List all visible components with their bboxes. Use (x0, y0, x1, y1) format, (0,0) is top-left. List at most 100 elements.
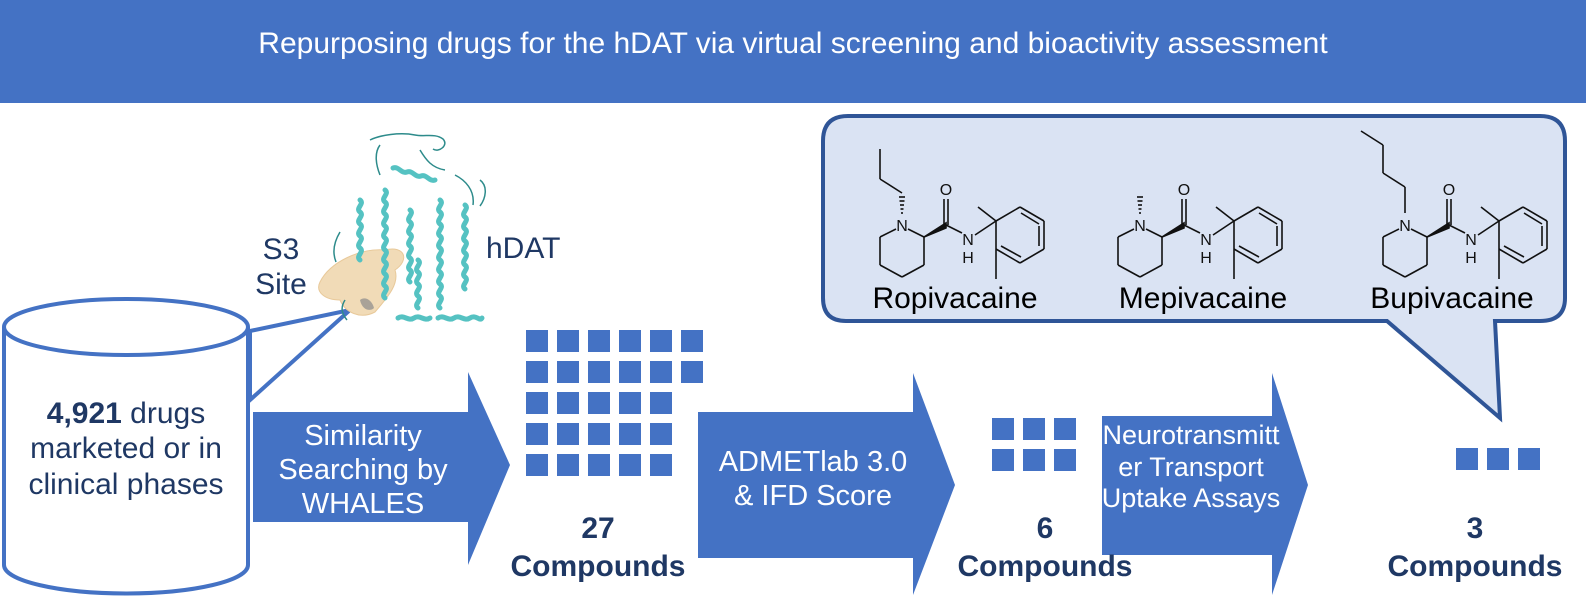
atom-label: N (1200, 232, 1212, 249)
database-callout-lines (248, 306, 357, 405)
bond (1233, 248, 1259, 264)
bond (901, 264, 925, 278)
bond (1480, 206, 1500, 222)
step-1-label-line: Similarity (304, 420, 422, 452)
bond (879, 264, 903, 278)
bond (1000, 245, 1022, 258)
stage-2-count-number: 6 (1036, 512, 1054, 545)
step-1-label: Similarity Searching by WHALES (253, 420, 473, 522)
bond (907, 228, 925, 238)
stage-3-count: 3 Compounds (1365, 510, 1585, 585)
database-line2: marketed or in (30, 432, 222, 466)
stage-2-count-unit: Compounds (957, 549, 1133, 583)
step-3-label-line: er Transport (1118, 451, 1264, 482)
compound-square (992, 418, 1014, 440)
compound-square (588, 423, 610, 445)
bond (879, 228, 897, 238)
step-3-label-line: Uptake Assays (1101, 483, 1281, 514)
atom-label: N (1465, 232, 1477, 249)
compound-square (1456, 448, 1478, 470)
compound-square (1518, 448, 1540, 470)
compound-square (992, 449, 1014, 471)
bond (945, 224, 963, 234)
compound-square (650, 454, 672, 476)
compound-square (1023, 449, 1045, 471)
protein-structure-hdat (318, 133, 486, 322)
compound-square (526, 392, 548, 414)
stage-1-count-number: 27 (581, 512, 615, 545)
hits-callout-bubble (821, 114, 1567, 423)
step-arrow-1 (253, 372, 510, 565)
atom-label: N (1134, 218, 1146, 235)
database-description: 4,921 drugs marketed or in clinical phas… (4, 396, 248, 502)
protein-label-hdat: hDAT (486, 232, 561, 265)
stage-3-count-unit: Compounds (1387, 549, 1563, 583)
compound-square (1054, 449, 1076, 471)
compound-square (557, 423, 579, 445)
bond (977, 206, 997, 222)
compound-square (619, 361, 641, 383)
compound-square (1023, 418, 1045, 440)
compound-square (681, 330, 703, 352)
molecule-name-mepivacaine: Mepivacaine (1118, 282, 1288, 315)
database-line1: 4,921 drugs (4, 396, 248, 431)
atom-label: O (1178, 182, 1190, 199)
step-2-label-line: ADMETlab 3.0 (718, 446, 908, 478)
bond (1019, 248, 1045, 264)
atom-label: O (940, 182, 952, 199)
bond (1404, 264, 1428, 278)
bond (1019, 206, 1045, 222)
compound-square (557, 330, 579, 352)
compound-square (650, 330, 672, 352)
database-line1-suffix: drugs (121, 397, 206, 430)
bond (1139, 264, 1163, 278)
step-3-label: Neurotransmitt er Transport Uptake Assay… (1100, 420, 1282, 515)
site-label-line1: S3 (262, 233, 300, 266)
compound-square (619, 454, 641, 476)
bond (1503, 245, 1525, 258)
compound-square (619, 392, 641, 414)
site-label: S3 Site (246, 232, 316, 303)
molecule-name-ropivacaine: Ropivacaine (872, 282, 1038, 315)
molecule-name-bupivacaine: Bupivacaine (1370, 282, 1534, 315)
bond (1477, 220, 1500, 236)
compound-square (650, 361, 672, 383)
compound-square (681, 361, 703, 383)
compound-square (557, 361, 579, 383)
bond (1498, 206, 1524, 222)
bond (1523, 212, 1543, 225)
step-2-label: ADMETlab 3.0 & IFD Score (693, 446, 933, 514)
bond (995, 248, 1021, 264)
compound-square (619, 330, 641, 352)
database-count: 4,921 (46, 397, 122, 430)
bond (1183, 224, 1201, 234)
bond (1410, 228, 1428, 238)
stage-1-count: 27 Compounds (488, 510, 708, 585)
bond (879, 178, 903, 194)
bond (1257, 248, 1283, 264)
compound-square (526, 454, 548, 476)
bond (1258, 212, 1278, 225)
step-1-label-line: Searching by (278, 453, 448, 486)
atom-label: H (1200, 250, 1212, 267)
bond (1145, 228, 1163, 238)
compound-square (526, 423, 548, 445)
step-1-label-line: WHALES (301, 487, 425, 520)
compound-square (526, 330, 548, 352)
compound-square (619, 423, 641, 445)
compound-square (588, 392, 610, 414)
compound-square (557, 454, 579, 476)
compound-square (526, 361, 548, 383)
bond (1020, 212, 1040, 225)
atom-label: N (1399, 218, 1411, 235)
compound-square (1054, 418, 1076, 440)
compound-square (557, 392, 579, 414)
step-arrow-2 (698, 373, 955, 595)
database-line3: clinical phases (28, 467, 224, 501)
bond (1212, 220, 1235, 236)
compound-square (650, 392, 672, 414)
atom-label: H (962, 250, 974, 267)
stage-1-count-unit: Compounds (510, 549, 686, 583)
